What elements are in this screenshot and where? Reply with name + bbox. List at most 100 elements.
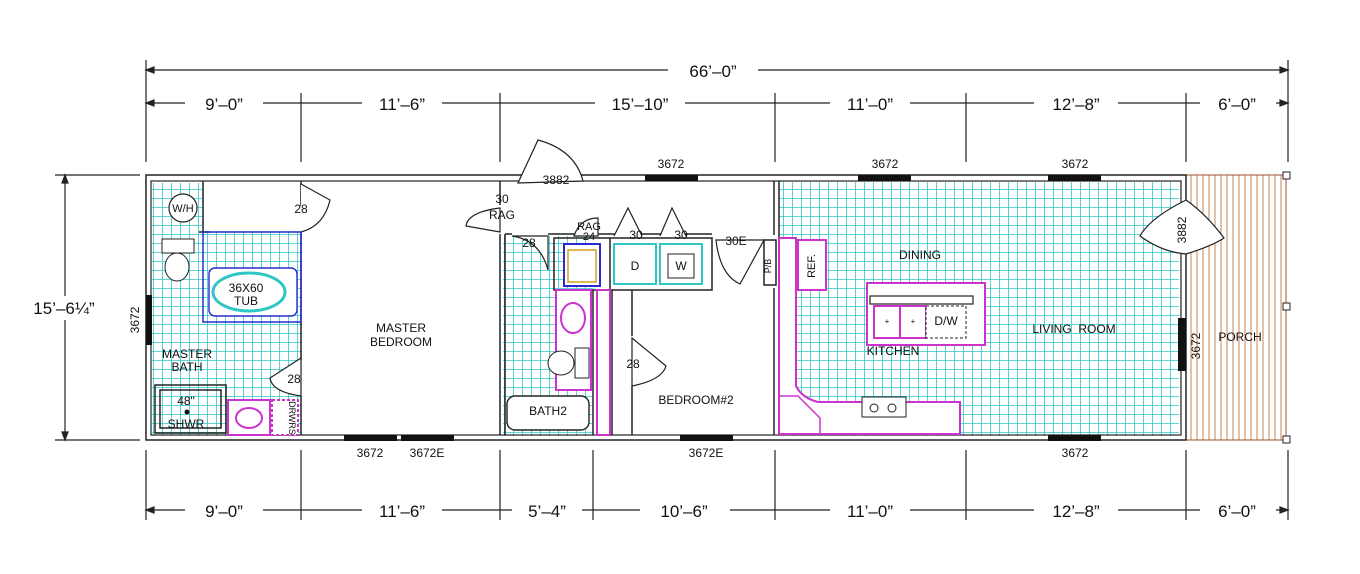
kitchen-counter — [778, 237, 961, 435]
shower-label-1: 48" — [177, 394, 195, 408]
shower-drain-icon — [184, 409, 190, 415]
window-label: 3672E — [410, 446, 445, 460]
toilet-tank-icon — [161, 238, 195, 254]
door-label: 30 — [674, 228, 688, 242]
bath2-toilet-tank-icon — [574, 347, 590, 379]
pantry-label: P/B — [763, 259, 773, 274]
refrigerator-icon — [797, 239, 827, 291]
door-label: 28 — [294, 202, 308, 216]
dining-label: DINING — [899, 248, 941, 262]
door-label: 28 — [626, 357, 640, 371]
shower-label-2: SHWR — [168, 417, 205, 431]
window-top-bedroom2 — [645, 175, 698, 181]
window-label: 3672 — [1062, 157, 1089, 171]
door-label: 30 — [629, 228, 643, 242]
bottom-dim-3: 5’–4” — [528, 502, 566, 521]
master-bath-label: MASTER — [162, 347, 212, 361]
burner-icon — [869, 403, 879, 413]
burner-icon — [887, 403, 897, 413]
bottom-dim-6: 12’–8” — [1052, 502, 1100, 521]
porch-posts — [1282, 171, 1291, 444]
dryer-icon — [613, 243, 657, 285]
door-label: 30E — [725, 234, 746, 248]
door-label: 28 — [522, 236, 536, 250]
hall-linen-cabinet — [596, 289, 611, 436]
master-sink-icon — [235, 407, 263, 429]
door-label: 3882 — [543, 173, 570, 187]
tub-label-1: 36X60 — [229, 281, 264, 295]
master-bedroom-label: BEDROOM — [370, 335, 432, 349]
svg-text:+: + — [911, 317, 916, 326]
door-label: 3882 — [1175, 216, 1189, 243]
dishwasher-label: D/W — [934, 314, 958, 328]
top-dim-1: 9’–0” — [205, 95, 243, 114]
drawers-box — [271, 399, 299, 436]
bottom-dim-7: 6’–0” — [1218, 502, 1256, 521]
window-label: 3672 — [128, 306, 142, 333]
washer-label: W — [675, 259, 687, 273]
window-top-living — [1048, 175, 1101, 181]
door-label: 30 — [495, 192, 509, 206]
door-label: 28 — [287, 372, 301, 386]
window-labels: 3672 3672 3672 3672 3672E 3672E 3672 367… — [128, 157, 1203, 460]
window-bottom-bedroom2 — [680, 435, 733, 441]
toilet-bowl-icon — [164, 252, 190, 282]
bottom-dim-2: 11’–6” — [379, 502, 425, 521]
window-label: 3672 — [357, 446, 384, 460]
overall-length-label: 66’–0” — [689, 62, 737, 81]
dryer-label: D — [631, 259, 640, 273]
top-dim-2: 11’–6” — [379, 95, 425, 114]
dimension-labels: 66’–0” 9’–0” 11’–6” 15’–10” 11’–0” 12’–8… — [20, 60, 1276, 521]
porch-label: PORCH — [1218, 330, 1261, 344]
window-label: 3672 — [658, 157, 685, 171]
rag-label: RAG — [577, 221, 601, 233]
living-room-label: LIVING ROOM — [1032, 322, 1115, 336]
bath2-sink-icon — [560, 302, 586, 334]
dishwasher-icon — [925, 305, 967, 339]
bottom-dim-5: 11’–0” — [847, 502, 893, 521]
washer-door-icon — [667, 253, 695, 279]
master-bedroom-label: MASTER — [376, 321, 426, 335]
water-heater-icon — [168, 193, 198, 223]
doors — [269, 139, 1225, 397]
svg-text:+: + — [885, 317, 890, 326]
master-bath-label: BATH — [171, 360, 202, 374]
washer-icon — [659, 243, 703, 285]
top-dim-3: 15’–10” — [612, 95, 669, 114]
window-label: 3672 — [1062, 446, 1089, 460]
door-labels: 3882 28 28 30 RAG 28 30 30 30E 28 3882 — [287, 173, 1189, 386]
tub-label-2: TUB — [234, 294, 258, 308]
fixtures: W/H 36X60 TUB 48" SHWR DRWRS BATH2 RAG 2… — [161, 193, 986, 436]
window-label: 3672 — [872, 157, 899, 171]
rag-inner — [567, 249, 597, 283]
window-label: 3672 — [1189, 332, 1203, 359]
bedroom2-label: BEDROOM#2 — [658, 393, 734, 407]
window-right-living — [1178, 318, 1186, 371]
bottom-dim-4: 10’–6” — [660, 502, 708, 521]
window-label: 3672E — [689, 446, 724, 460]
ref-label: REF. — [806, 254, 818, 278]
bathtub-basin-icon — [211, 271, 287, 313]
water-heater-label: W/H — [172, 203, 193, 215]
overall-width-label: 15’–6¼” — [33, 299, 95, 318]
top-dim-4: 11’–0” — [847, 95, 893, 114]
bath2-toilet-bowl-icon — [547, 350, 575, 376]
top-dim-6: 6’–0” — [1218, 95, 1256, 114]
bath2-tub-icon — [506, 395, 590, 431]
room-labels: MASTER BEDROOM MASTER BATH DINING LIVING… — [162, 248, 1262, 407]
kitchen-label: KITCHEN — [867, 344, 920, 358]
top-dim-5: 12’–8” — [1052, 95, 1100, 114]
bottom-dim-1: 9’–0” — [205, 502, 243, 521]
rag-size-label: 24 — [583, 231, 595, 243]
drawers-label: DRWRS — [287, 401, 297, 435]
window-bottom-master-e — [401, 435, 454, 441]
bath2-label: BATH2 — [529, 404, 567, 418]
range-icon — [861, 396, 907, 418]
window-bottom-master — [344, 435, 397, 441]
window-top-dining — [858, 175, 911, 181]
window-left-bath — [146, 295, 152, 345]
window-bottom-living — [1048, 435, 1101, 441]
windows — [146, 175, 1186, 441]
door-label: RAG — [489, 208, 515, 222]
